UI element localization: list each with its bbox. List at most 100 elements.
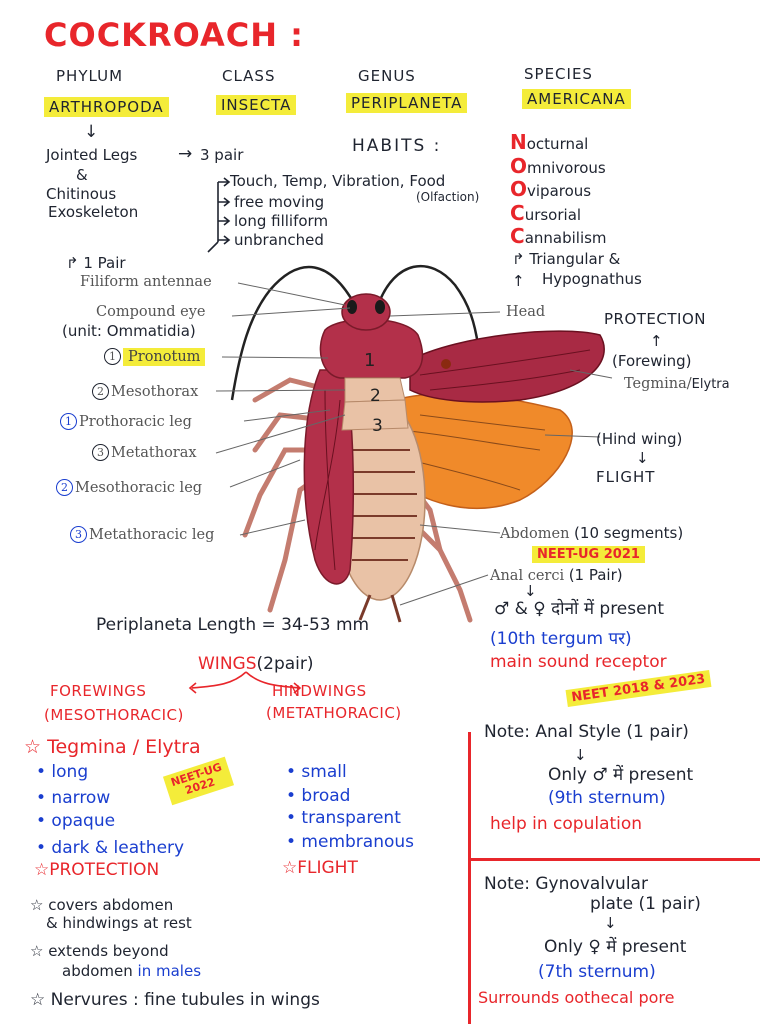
hind-trait-4: • membranous xyxy=(286,832,415,852)
anal-style-arrow-icon: ↓ xyxy=(574,746,587,764)
habit-oviparous: Oviparous xyxy=(510,177,592,201)
class-value: INSECTA xyxy=(216,95,297,115)
tergum-note: (10th tergum पर) xyxy=(490,629,632,649)
wings-heading: WINGS(2pair) xyxy=(198,654,314,674)
genus-value: PERIPLANETA xyxy=(346,93,468,113)
length-note: Periplaneta Length = 34-53 mm xyxy=(96,615,370,635)
fore-trait-1: • long xyxy=(36,762,89,782)
wings-fork-arrows xyxy=(188,671,302,694)
head-up-arrow-icon: ↑ xyxy=(512,272,525,290)
hindwings-sub: (METATHORACIC) xyxy=(266,704,402,722)
gynovalvular-plate: plate (1 pair) xyxy=(590,894,701,914)
gynovalvular-arrow-icon: ↓ xyxy=(604,914,617,932)
three-pair-note: 3 pair xyxy=(200,146,244,164)
antenna-note-4: unbranched xyxy=(234,231,324,249)
covers-note-1: ☆ covers abdomen xyxy=(30,896,174,914)
compound-eye-label: Compound eye xyxy=(96,304,206,320)
habit-nocturnal: Nocturnal xyxy=(510,130,589,154)
anal-style-help: help in copulation xyxy=(490,814,643,834)
triangular-note: ↱ Triangular & xyxy=(512,250,621,268)
anal-style-note: Note: Anal Style (1 pair) xyxy=(484,722,689,742)
neet-2018-2023-badge: NEET 2018 & 2023 xyxy=(565,670,712,707)
antenna-note-1: Touch, Temp, Vibration, Food xyxy=(230,172,446,190)
hind-trait-3: • transparent xyxy=(286,808,401,828)
nervures-note: ☆ Nervures : fine tubules in wings xyxy=(30,990,320,1010)
forewings-sub: (MESOTHORACIC) xyxy=(44,706,184,724)
hindwings-label: HINDWINGS xyxy=(272,682,367,700)
one-pair-note: ↱ 1 Pair xyxy=(66,254,126,272)
tegmina-heading: ☆ Tegmina / Elytra xyxy=(24,736,201,758)
gynovalvular-surrounds: Surrounds oothecal pore xyxy=(478,988,675,1007)
antenna-note-2: free moving xyxy=(234,193,325,211)
cockroach-illustration xyxy=(215,264,613,623)
divider-horizontal xyxy=(468,858,760,861)
fore-role: ☆PROTECTION xyxy=(34,860,160,880)
neet-2021-badge: NEET-UG 2021 xyxy=(532,546,645,563)
exoskeleton-note: Exoskeleton xyxy=(48,203,139,221)
hind-role: ☆FLIGHT xyxy=(282,858,358,878)
down-arrow-icon-2: ↓ xyxy=(636,449,649,467)
down-arrow-icon: ↓ xyxy=(84,122,99,142)
hind-trait-1: • small xyxy=(286,762,347,782)
jointed-legs-note: Jointed Legs xyxy=(46,146,138,164)
chitinous-note: Chitinous xyxy=(46,185,117,203)
forewings-label: FOREWINGS xyxy=(50,682,147,700)
right-arrow-icon: → xyxy=(178,144,193,164)
tegmina-label: Tegmina/Elytra xyxy=(624,376,730,392)
curved-arrow-icon: ↱ xyxy=(66,254,79,272)
hind-trait-2: • broad xyxy=(286,786,351,806)
antennae-label: Filiform antennae xyxy=(80,274,212,290)
antenna-note-3: long filliform xyxy=(234,212,329,230)
habit-cannibalism: Cannabilism xyxy=(510,224,607,248)
flight-note: FLIGHT xyxy=(596,468,656,486)
anal-style-only: Only ♂ में present xyxy=(548,765,694,785)
fore-trait-3: • opaque xyxy=(36,811,116,831)
body-number-1: 1 xyxy=(364,350,376,371)
ampersand-note: & xyxy=(76,166,88,184)
habit-omnivorous: Omnivorous xyxy=(510,153,606,178)
cerci-down-arrow-icon: ↓ xyxy=(524,582,537,600)
extends-note-2: abdomen in males xyxy=(62,962,202,980)
phylum-label: PHYLUM xyxy=(56,67,124,85)
corner-arrow-icon: ↱ xyxy=(512,250,525,268)
divider-vertical xyxy=(468,732,471,1024)
protection-note: PROTECTION xyxy=(604,310,707,328)
extends-note-1: ☆ extends beyond xyxy=(30,942,169,960)
habit-cursorial: Cursorial xyxy=(510,200,582,225)
species-value: AMERICANA xyxy=(522,89,631,109)
sound-receptor-note: main sound receptor xyxy=(490,652,667,672)
abdomen-label: Abdomen (10 segments) xyxy=(500,524,684,542)
gynovalvular-note: Note: Gynovalvular xyxy=(484,874,648,894)
species-label: SPECIES xyxy=(524,65,593,83)
anal-style-sternum: (9th sternum) xyxy=(548,788,666,808)
cerci-present-note: ♂ & ♀ दोनों में present xyxy=(494,599,665,619)
anal-cerci-label: Anal cerci (1 Pair) xyxy=(490,566,623,584)
habits-label: HABITS : xyxy=(352,136,442,156)
genus-label: GENUS xyxy=(358,67,416,85)
fore-trait-4: • dark & leathery xyxy=(36,838,185,858)
body-number-3: 3 xyxy=(372,416,383,436)
class-label: CLASS xyxy=(222,67,276,85)
gynovalvular-sternum: (7th sternum) xyxy=(538,962,656,982)
fore-trait-2: • narrow xyxy=(36,788,111,808)
hindwing-note: (Hind wing) xyxy=(596,430,683,448)
page-title: COCKROACH : xyxy=(44,16,304,54)
forewing-note: (Forewing) xyxy=(612,352,692,370)
gynovalvular-only: Only ♀ में present xyxy=(544,937,687,957)
head-label: Head xyxy=(506,304,546,320)
body-number-2: 2 xyxy=(370,386,381,406)
ommatidia-note: (unit: Ommatidia) xyxy=(62,322,196,340)
phylum-value: ARTHROPODA xyxy=(44,97,169,117)
hypognathus-note: Hypognathus xyxy=(542,270,642,288)
habits-list: Nocturnal Omnivorous Oviparous Cursorial… xyxy=(510,130,607,250)
covers-note-2: & hindwings at rest xyxy=(46,914,192,932)
olfaction-note: (Olfaction) xyxy=(416,190,480,204)
antenna-bracket-arrows xyxy=(207,177,231,253)
